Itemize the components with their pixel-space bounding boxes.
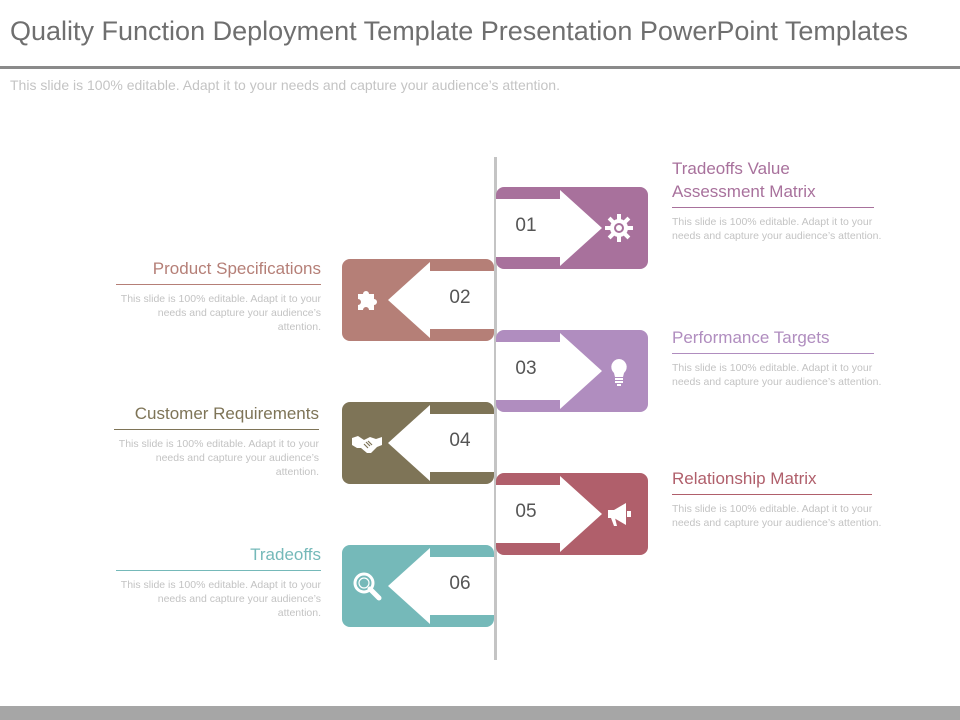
step-heading: Relationship Matrix bbox=[672, 469, 817, 488]
megaphone-icon bbox=[608, 503, 631, 526]
heading-underline bbox=[116, 570, 321, 571]
gear-icon bbox=[605, 214, 633, 242]
heading-underline bbox=[672, 494, 872, 495]
step-number: 04 bbox=[449, 430, 471, 451]
step-heading: Tradeoffs bbox=[250, 545, 321, 564]
step-heading: Performance Targets bbox=[672, 328, 830, 347]
step-number: 05 bbox=[515, 501, 537, 522]
step-description: This slide is 100% editable. Adapt it to… bbox=[120, 579, 321, 619]
step-label-01: Tradeoffs Value Assessment Matrix This s… bbox=[672, 157, 881, 243]
puzzle-icon bbox=[358, 291, 377, 310]
step-number: 03 bbox=[515, 358, 537, 379]
heading-underline bbox=[672, 207, 874, 208]
heading-underline bbox=[114, 429, 319, 430]
center-timeline-line bbox=[494, 157, 497, 660]
step-description: This slide is 100% editable. Adapt it to… bbox=[120, 293, 321, 333]
step-label-04: Customer Requirements This slide is 100%… bbox=[114, 402, 319, 479]
step-heading: Product Specifications bbox=[152, 259, 321, 278]
footer-bar bbox=[0, 706, 960, 720]
step-heading: Customer Requirements bbox=[134, 404, 319, 423]
magnifier-icon bbox=[353, 572, 382, 601]
step-description: This slide is 100% editable. Adapt it to… bbox=[118, 438, 319, 478]
step-card-04: 04 bbox=[342, 402, 494, 484]
step-description: This slide is 100% editable. Adapt it to… bbox=[672, 216, 882, 242]
step-heading: Tradeoffs Value Assessment Matrix bbox=[672, 159, 816, 201]
step-label-02: Product Specifications This slide is 100… bbox=[116, 257, 321, 334]
heading-underline bbox=[672, 353, 874, 354]
step-card-02: 02 bbox=[342, 259, 494, 341]
step-description: This slide is 100% editable. Adapt it to… bbox=[672, 362, 882, 388]
title-divider bbox=[0, 66, 960, 69]
slide-title: Quality Function Deployment Template Pre… bbox=[10, 16, 908, 46]
lightbulb-icon bbox=[611, 359, 627, 386]
step-number: 02 bbox=[449, 287, 471, 308]
heading-underline bbox=[116, 284, 321, 285]
step-card-01: 01 bbox=[496, 187, 648, 269]
step-number: 01 bbox=[515, 215, 537, 236]
step-label-06: Tradeoffs This slide is 100% editable. A… bbox=[116, 543, 321, 620]
step-label-03: Performance Targets This slide is 100% e… bbox=[672, 326, 881, 389]
handshake-icon bbox=[352, 436, 382, 453]
step-card-06: 06 bbox=[342, 545, 494, 627]
step-label-05: Relationship Matrix This slide is 100% e… bbox=[672, 467, 881, 530]
step-description: This slide is 100% editable. Adapt it to… bbox=[672, 503, 882, 529]
slide-subtitle: This slide is 100% editable. Adapt it to… bbox=[10, 77, 560, 93]
step-number: 06 bbox=[449, 573, 471, 594]
step-card-05: 05 bbox=[496, 473, 648, 555]
step-card-03: 03 bbox=[496, 330, 648, 412]
